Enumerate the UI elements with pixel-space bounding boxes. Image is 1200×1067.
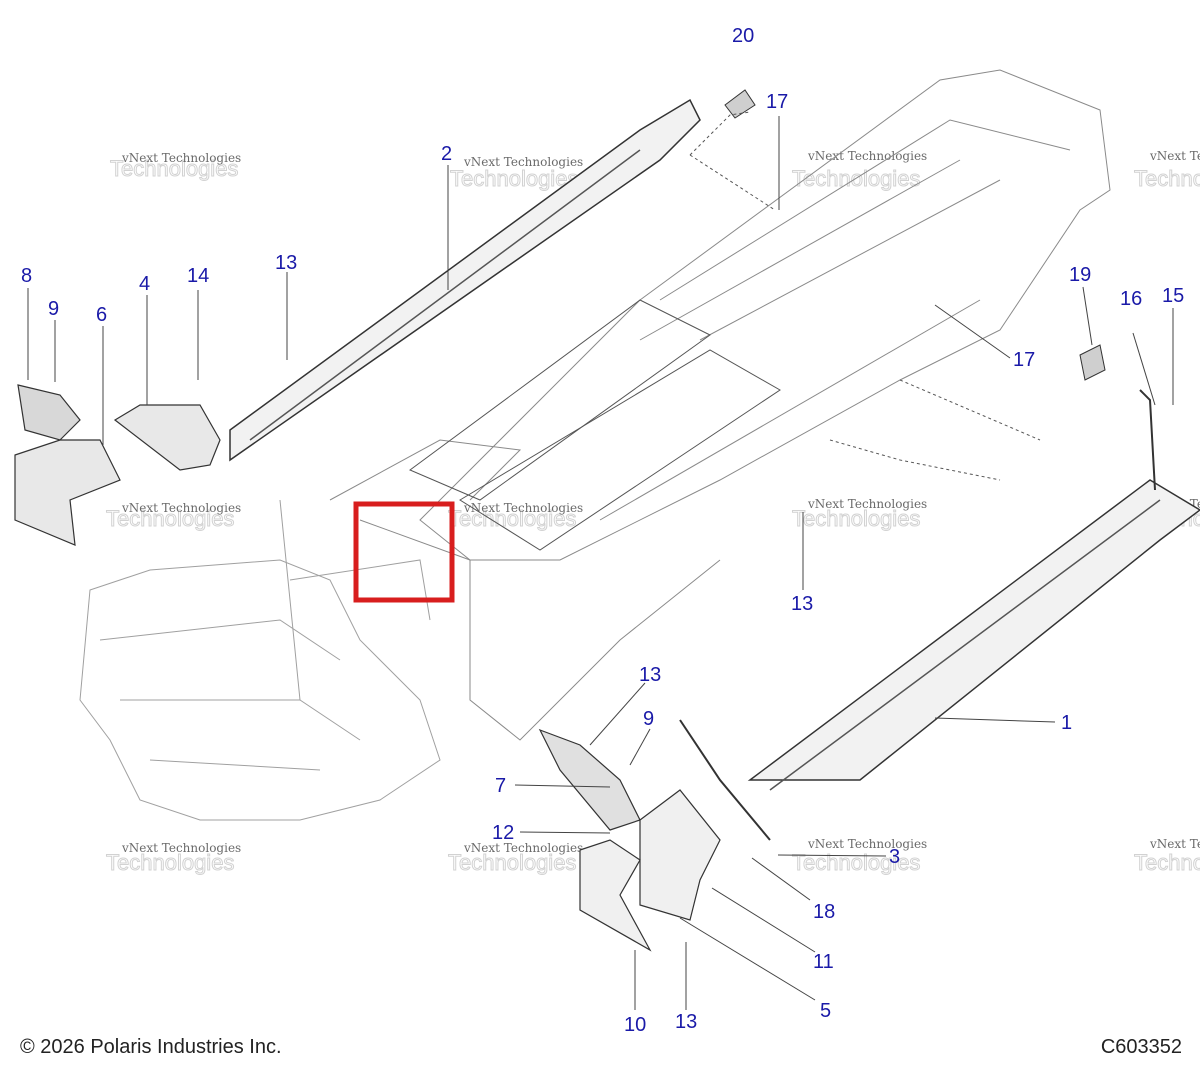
toe-plate-4 (113, 404, 221, 471)
label-part-9: 9 (643, 708, 654, 730)
label-part-19: 19 (1069, 264, 1091, 286)
label-part-1: 1 (1061, 712, 1072, 734)
watermark-small: vNext Technologies (121, 841, 241, 855)
label-part-8: 8 (21, 265, 32, 287)
label-part-14: 14 (187, 265, 209, 287)
label-part-20: 20 (732, 25, 754, 47)
label-part-11: 11 (813, 951, 834, 973)
watermark-big: Technologies (106, 506, 234, 531)
label-part-12: 12 (492, 822, 514, 844)
running-board-bar (679, 389, 1156, 841)
highlight-box (353, 501, 455, 603)
running-board-left (229, 98, 701, 462)
watermark-small: vNext Technologies (463, 155, 583, 169)
watermark-big: Technologies (450, 166, 578, 191)
label-part-13: 13 (675, 1011, 697, 1033)
watermark-big: Technologies (792, 850, 920, 875)
tunnel-outline (329, 69, 1111, 741)
watermark-small: vNext Technologies (807, 149, 927, 163)
label-part-13: 13 (791, 593, 813, 615)
pad-19 (1079, 344, 1106, 381)
front-frame (79, 499, 441, 821)
label-part-16: 16 (1120, 288, 1142, 310)
watermark-big: Technologies (1134, 166, 1200, 191)
watermark-small: vNext Technologies (807, 837, 927, 851)
label-part-10: 10 (624, 1014, 646, 1036)
watermark-big: Technologies (106, 850, 234, 875)
callout-leaders (27, 116, 1174, 1010)
watermark-big: Technologies (110, 156, 238, 181)
plate-10 (579, 839, 652, 952)
heel-plate-6 (14, 439, 121, 546)
watermark-big: Technologies (1134, 850, 1200, 875)
tunnel-panels (409, 299, 781, 551)
label-part-17: 17 (1013, 349, 1035, 371)
watermark-small: vNext Technologies (463, 501, 583, 515)
drawing-number: C603352 (1100, 1036, 1182, 1058)
bracket-8 (17, 384, 81, 441)
label-part-2: 2 (441, 143, 452, 165)
label-part-17: 17 (766, 91, 788, 113)
label-part-7: 7 (495, 775, 506, 797)
running-board-right (747, 479, 1200, 791)
watermark-small: vNext Technologies (1149, 149, 1200, 163)
watermark-small: vNext Technologies (121, 501, 241, 515)
label-part-15: 15 (1162, 285, 1184, 307)
watermark-big: Technologies (448, 506, 576, 531)
watermark-big: Technologies (448, 850, 576, 875)
label-part-5: 5 (820, 1000, 831, 1022)
label-part-3: 3 (889, 846, 900, 868)
watermark-small: vNext Technologies (807, 497, 927, 511)
label-part-13: 13 (275, 252, 297, 274)
label-part-4: 4 (139, 273, 150, 295)
dashed-leader-lines (689, 111, 1041, 481)
watermark-small: vNext Technologies (1149, 837, 1200, 851)
watermark-small: vNext Technologies (121, 151, 241, 165)
plate-5 (639, 789, 721, 921)
pad-20 (724, 89, 756, 119)
watermark-small: vNext Technologies (463, 841, 583, 855)
label-part-9: 9 (48, 298, 59, 320)
label-part-18: 18 (813, 901, 835, 923)
label-part-13: 13 (639, 664, 661, 686)
copyright-notice: © 2026 Polaris Industries Inc. (20, 1036, 282, 1058)
watermarks: Technologies vNext Technologies Technolo… (106, 149, 1200, 876)
label-part-6: 6 (96, 304, 107, 326)
callout-labels: 1 2 3 4 5 6 7 8 9 9 10 11 12 13 13 13 13… (21, 25, 1184, 1036)
watermark-big: Technologies (792, 506, 920, 531)
